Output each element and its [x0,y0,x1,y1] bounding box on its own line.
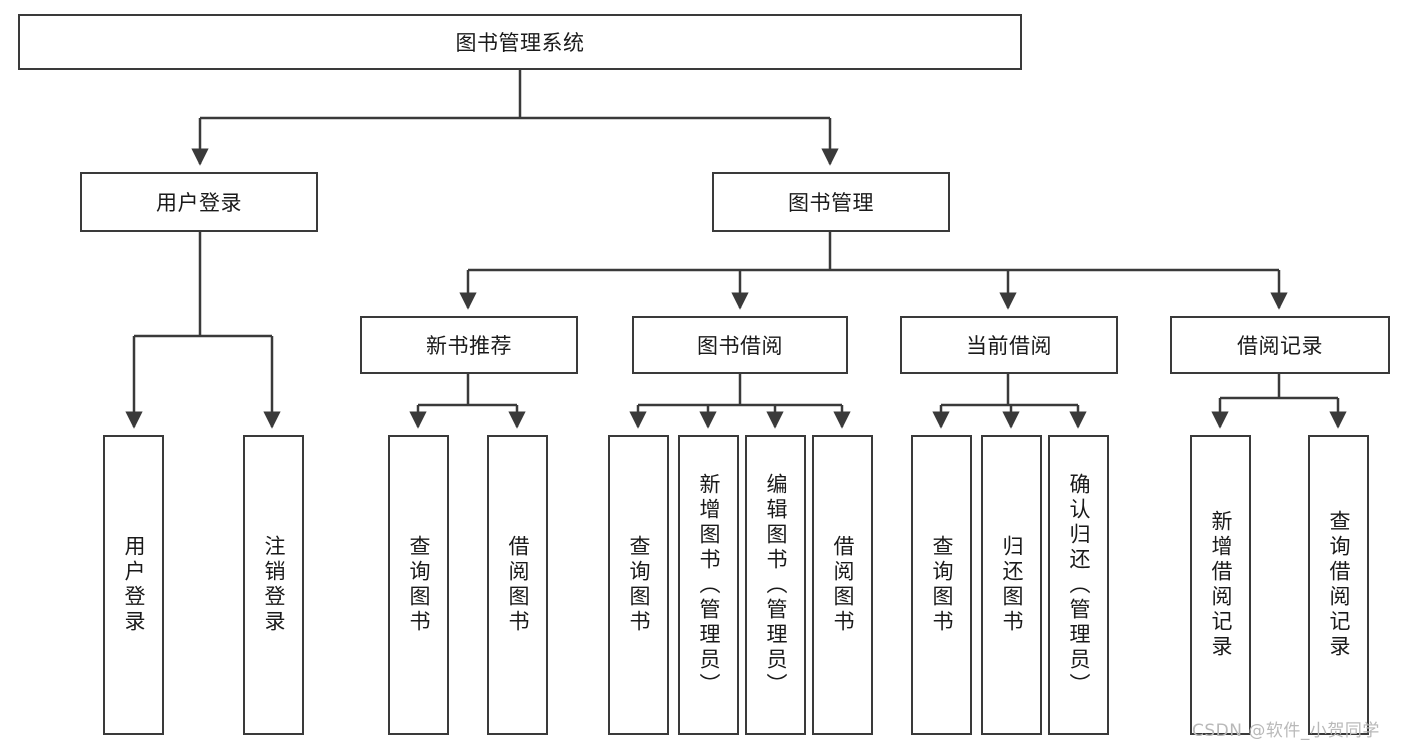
node-book-borrow-label: 图书借阅 [697,334,783,358]
leaf-query-book-current[interactable]: 查询图书 [911,435,972,735]
node-borrow-records[interactable]: 借阅记录 [1170,316,1390,374]
leaf-edit-book-admin[interactable]: 编辑图书（管理员） [745,435,806,735]
leaf-lend-book[interactable]: 借阅图书 [812,435,873,735]
node-book-management[interactable]: 图书管理 [712,172,950,232]
leaf-logout[interactable]: 注销登录 [243,435,304,735]
leaf-return-book[interactable]: 归还图书 [981,435,1042,735]
leaf-query-book-borrow[interactable]: 查询图书 [608,435,669,735]
node-root[interactable]: 图书管理系统 [18,14,1022,70]
node-current-borrow[interactable]: 当前借阅 [900,316,1118,374]
leaf-query-borrow-record[interactable]: 查询借阅记录 [1308,435,1369,735]
csdn-watermark: CSDN @软件_小贺同学 [1192,721,1380,741]
node-user-login-label: 用户登录 [156,191,242,215]
leaf-borrow-book-recommend-label: 借阅图书 [506,535,530,635]
leaf-add-borrow-record-label: 新增借阅记录 [1209,510,1233,660]
leaf-borrow-book-recommend[interactable]: 借阅图书 [487,435,548,735]
leaf-query-book-recommend-label: 查询图书 [407,535,431,635]
node-new-book-recommend-label: 新书推荐 [426,334,512,358]
leaf-return-book-label: 归还图书 [1000,535,1024,635]
leaf-edit-book-admin-label: 编辑图书（管理员） [764,472,788,698]
leaf-query-borrow-record-label: 查询借阅记录 [1327,510,1351,660]
leaf-query-book-borrow-label: 查询图书 [627,535,651,635]
leaf-confirm-return-admin[interactable]: 确认归还（管理员） [1048,435,1109,735]
node-book-borrow[interactable]: 图书借阅 [632,316,848,374]
leaf-query-book-current-label: 查询图书 [930,535,954,635]
node-user-login[interactable]: 用户登录 [80,172,318,232]
leaf-logout-label: 注销登录 [262,535,286,635]
leaf-user-login-label: 用户登录 [122,535,146,635]
leaf-add-book-admin-label: 新增图书（管理员） [697,472,721,698]
node-borrow-records-label: 借阅记录 [1237,334,1323,358]
node-new-book-recommend[interactable]: 新书推荐 [360,316,578,374]
leaf-add-book-admin[interactable]: 新增图书（管理员） [678,435,739,735]
leaf-lend-book-label: 借阅图书 [831,535,855,635]
leaf-add-borrow-record[interactable]: 新增借阅记录 [1190,435,1251,735]
leaf-confirm-return-admin-label: 确认归还（管理员） [1067,472,1091,698]
node-book-management-label: 图书管理 [788,191,874,215]
leaf-query-book-recommend[interactable]: 查询图书 [388,435,449,735]
node-root-label: 图书管理系统 [455,31,585,55]
node-current-borrow-label: 当前借阅 [966,334,1052,358]
leaf-user-login[interactable]: 用户登录 [103,435,164,735]
